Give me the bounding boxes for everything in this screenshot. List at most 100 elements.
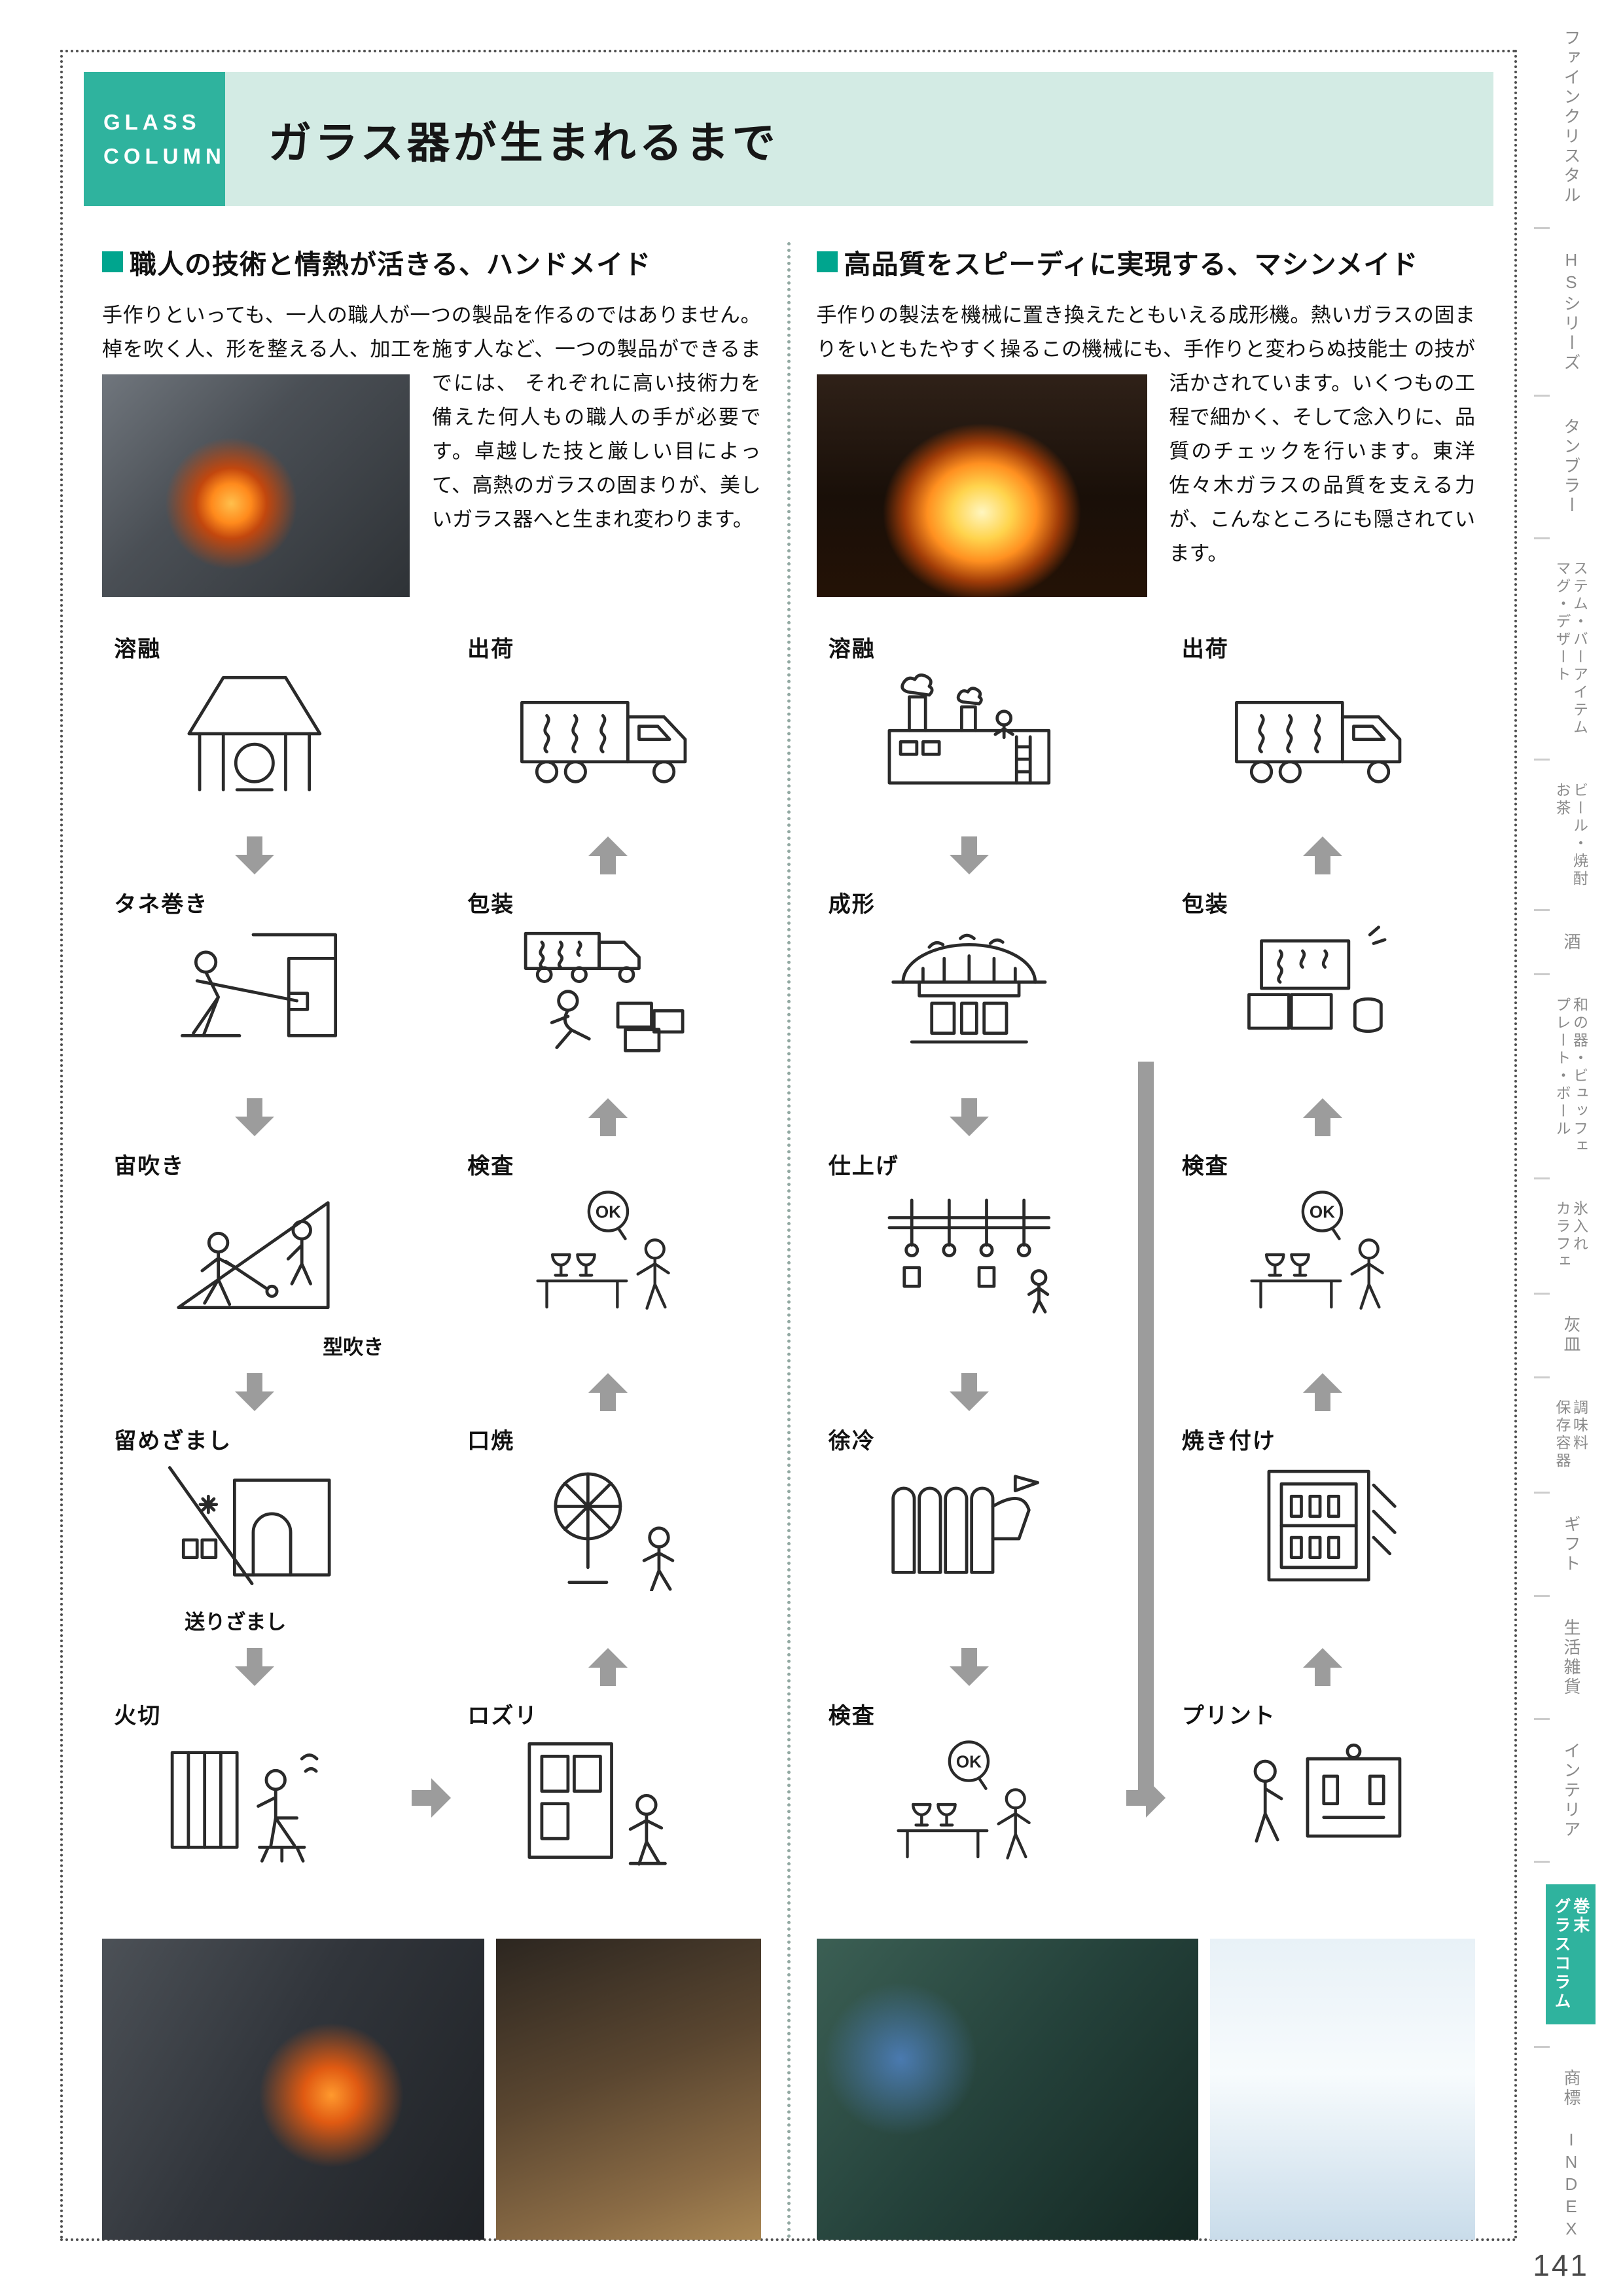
- flow-step-inspection: 検査 OK: [461, 1147, 755, 1363]
- machinemade-section: 高品質をスピーディに実現する、マシンメイド 手作りの製法を機械に置き換えたともい…: [816, 242, 1476, 2240]
- flow-step-rest-cooling: 留めざまし 送りざまし: [107, 1422, 402, 1638]
- sidebar-item-label: 氷入れ: [1571, 1200, 1588, 1254]
- flow-arrow-down-icon: [107, 1638, 402, 1696]
- photo-handmade-glassware: [495, 1939, 761, 2240]
- sidebar-item-index[interactable]: INDEX: [1561, 2129, 1581, 2241]
- glass-column-badge: GLASS COLUMN: [84, 72, 225, 206]
- flow-step-packing: 包装: [461, 885, 755, 1088]
- sidebar-item-label: INDEX: [1561, 2129, 1581, 2241]
- sidebar-item-gift[interactable]: ギフト: [1561, 1515, 1581, 1574]
- flow-step-label: 検査: [1181, 1154, 1229, 1179]
- sidebar-item-seasoning-storage[interactable]: 調味料保存容器: [1554, 1399, 1588, 1470]
- forming-machine-icon: [822, 924, 1116, 1088]
- badge-line2: COLUMN: [103, 143, 226, 168]
- flow-step-melting: 溶融: [107, 630, 402, 826]
- machinemade-body: 手作りの製法を機械に置き換えたともいえる成形機。熱いガラスの固まりをいともたやす…: [816, 298, 1476, 603]
- flow-step-label: 仕上げ: [828, 1154, 899, 1179]
- sidebar-divider: [1534, 537, 1550, 539]
- baking-kiln-icon: [1175, 1460, 1470, 1638]
- free-blowing-icon: [107, 1185, 402, 1363]
- sidebar-item-japanese-ware[interactable]: 和の器・ビュッフェプレート・ボール: [1554, 997, 1588, 1156]
- flow-step-melting: 溶融: [822, 630, 1116, 826]
- column-divider: [787, 242, 791, 2240]
- flow-step-label: 宙吹き: [114, 1154, 185, 1179]
- page-number: 141: [1533, 2248, 1589, 2282]
- flow-arrow-down-icon: [822, 826, 1116, 885]
- sidebar-item-fine-crystal[interactable]: ファインクリスタル: [1561, 29, 1581, 206]
- inspection-icon: OK: [461, 1185, 755, 1363]
- sidebar-divider: [1534, 226, 1550, 229]
- flow-step-shipping: 出荷: [461, 630, 755, 826]
- flow-arrow-down-icon: [822, 1363, 1116, 1422]
- photo-gob-feeder: [816, 374, 1147, 597]
- heading-text: 職人の技術と情熱が活きる、ハンドメイド: [130, 249, 652, 279]
- flow-step-label: 包装: [467, 892, 515, 917]
- sidebar-item-label: ビール・焼酎: [1571, 781, 1588, 888]
- sidebar-item-label: 灰皿: [1561, 1316, 1581, 1355]
- sidebar-item-beer-shochu[interactable]: ビール・焼酎お茶: [1554, 782, 1588, 888]
- sidebar-item-label: HSシリーズ: [1561, 250, 1581, 374]
- photo-machine-made-glasses: [1210, 1939, 1475, 2240]
- packed-boxes-icon: [1175, 924, 1470, 1088]
- flow-step-label: 徐冷: [828, 1429, 876, 1454]
- flow-step-label: ロズリ: [467, 1704, 539, 1729]
- flow-arrow-up-icon: [461, 1638, 755, 1696]
- sidebar-divider: [1534, 973, 1550, 976]
- flow-arrow-up-icon: [461, 1363, 755, 1422]
- flow-step-label: 留めざまし: [114, 1429, 232, 1454]
- sidebar-item-stem-bar-item[interactable]: ステム・バーアイテムマグ・デザート: [1554, 560, 1588, 737]
- sidebar-item-trademark[interactable]: 商標: [1561, 2069, 1581, 2109]
- flow-step-free-blowing: 宙吹き 型吹き: [107, 1147, 402, 1363]
- flow-step-label: 焼き付け: [1181, 1429, 1276, 1454]
- flow-arrow-down-icon: [822, 1088, 1116, 1147]
- flow-step-packing: 包装: [1175, 885, 1470, 1088]
- page-title: ガラス器が生まれるまで: [268, 118, 779, 167]
- flow-step-sublabel: 送りざまし: [185, 1611, 287, 1634]
- sidebar-item-label: ファインクリスタル: [1561, 29, 1581, 206]
- two-column-layout: 職人の技術と情熱が活きる、ハンドメイド 手作りといっても、一人の職人が一つの製品…: [102, 242, 1475, 2240]
- flow-step-label: 検査: [828, 1704, 876, 1729]
- ok-bubble-text: OK: [956, 1752, 982, 1772]
- fire-cutting-icon: [107, 1735, 402, 1899]
- inspection-icon: OK: [1175, 1185, 1470, 1363]
- flow-arrow-right-icon: [402, 1696, 461, 1899]
- rim-firing-icon: [461, 1460, 755, 1638]
- handmade-heading: 職人の技術と情熱が活きる、ハンドメイド: [102, 242, 761, 281]
- flow-step-annealing: 徐冷: [822, 1422, 1116, 1638]
- sidebar-item-label: 巻末: [1571, 1897, 1590, 1936]
- body-text: それぞれに高い技術力を備えた何人もの職人の手が必要です。卓越した技と厳しい目によ…: [432, 372, 761, 531]
- sidebar-item-interior[interactable]: インテリア: [1561, 1742, 1581, 1840]
- sidebar-divider: [1534, 1718, 1550, 1721]
- sidebar-item-sake[interactable]: 酒: [1561, 933, 1581, 952]
- flow-step-label: 出荷: [1181, 637, 1229, 662]
- sidebar-item-label: 調味料: [1571, 1399, 1588, 1453]
- flow-step-label: 口焼: [467, 1429, 515, 1454]
- ok-bubble-text: OK: [596, 1202, 621, 1222]
- sidebar-item-daily-goods[interactable]: 生活雑貨: [1561, 1618, 1581, 1697]
- heading-bullet: [816, 251, 838, 272]
- rozuri-machine-icon: [461, 1735, 755, 1899]
- heading-bullet: [102, 251, 123, 272]
- sidebar-divider: [1534, 909, 1550, 912]
- body-text: 手作りの製法を機械に置き換えたともいえる成形機。熱いガラスの固まりをいともたやす…: [816, 304, 1476, 361]
- sidebar-item-label: ギフト: [1561, 1515, 1581, 1574]
- handmade-body: 手作りといっても、一人の職人が一つの製品を作るのではありません。棹を吹く人、形を…: [102, 298, 761, 603]
- flow-step-label: 火切: [114, 1704, 162, 1729]
- flow-arrow-down-icon: [107, 1088, 402, 1147]
- handmade-section: 職人の技術と情熱が活きる、ハンドメイド 手作りといっても、一人の職人が一つの製品…: [102, 242, 761, 2240]
- sidebar-divider: [1534, 1177, 1550, 1179]
- flow-arrow-up-icon: [1175, 1638, 1470, 1696]
- sidebar-item-glass-column-active[interactable]: 巻末グラスコラム: [1546, 1884, 1596, 2025]
- sidebar-item-ashtray[interactable]: 灰皿: [1561, 1316, 1581, 1355]
- sidebar-item-hs-series[interactable]: HSシリーズ: [1561, 250, 1581, 374]
- sidebar-divider: [1534, 1491, 1550, 1494]
- sidebar-item-ice-carafe[interactable]: 氷入れカラフェ: [1554, 1200, 1588, 1271]
- machinemade-flowchart: 溶融 出荷 成形: [822, 630, 1470, 1899]
- sidebar-item-label: 保存容器: [1554, 1399, 1571, 1471]
- ok-bubble-text: OK: [1310, 1202, 1335, 1222]
- sidebar-item-tumbler[interactable]: タンブラー: [1561, 418, 1581, 516]
- sidebar-item-label: 商標: [1561, 2069, 1581, 2109]
- sidebar-item-label: 生活雑貨: [1561, 1618, 1581, 1697]
- flow-step-label: プリント: [1181, 1704, 1276, 1729]
- flow-arrow-down-icon: [107, 826, 402, 885]
